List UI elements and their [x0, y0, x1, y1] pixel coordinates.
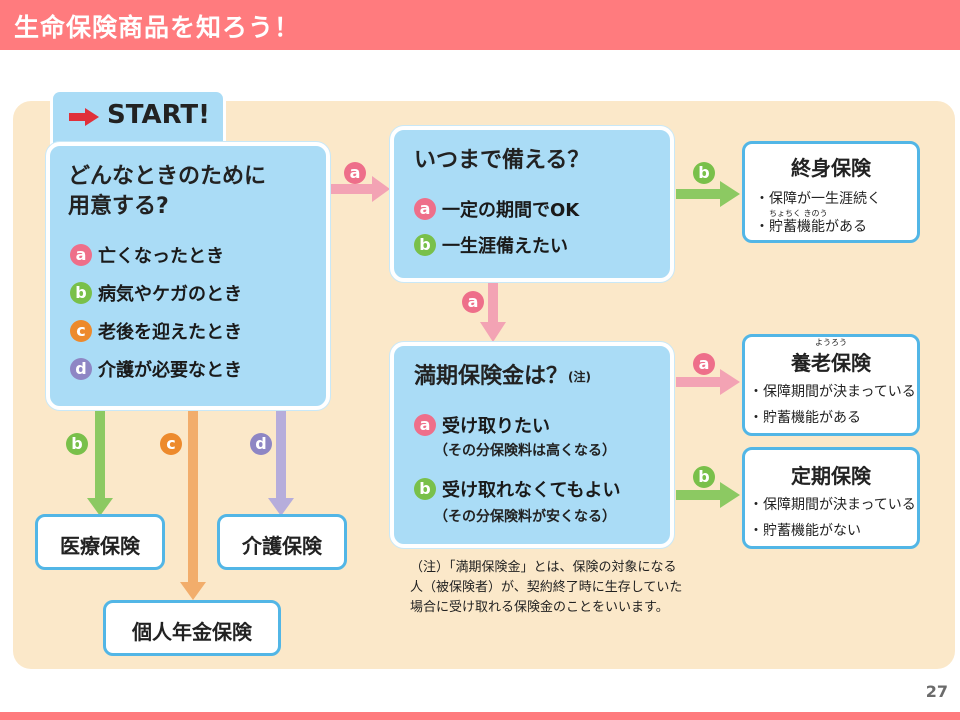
- footnote-line: 場合に受け取れる保険金のことをいいます。: [410, 600, 669, 615]
- option-label: 一定の期間でOK: [442, 200, 580, 221]
- question-title-line: 用意する?: [68, 194, 169, 219]
- note-marker: (注): [568, 370, 591, 384]
- result-label: 医療保険: [60, 534, 140, 558]
- badge-c: c: [70, 320, 92, 342]
- result-title: 養老保険: [791, 351, 871, 375]
- question-box-maturity: 満期保険金は？(注) a 受け取りたい （その分保険料は高くなる） b 受け取れ…: [390, 342, 674, 548]
- result-title: 定期保険: [791, 464, 871, 488]
- result-line: ・保障が一生涯続く: [755, 191, 881, 207]
- footnote-line: 人（被保険者）が、契約終了時に生存していた: [410, 580, 683, 595]
- badge-a: a: [414, 198, 436, 220]
- arrow-q1-to-medical: [87, 408, 113, 516]
- option-a: a 受け取りたい: [414, 412, 550, 438]
- option-label: 受け取りたい: [442, 416, 550, 437]
- arrow-badge-a: a: [344, 162, 366, 184]
- result-label: 個人年金保険: [132, 620, 252, 644]
- page-number: 27: [925, 682, 948, 701]
- result-whole-life: 終身保険 ・保障が一生涯続く ちょちく きのう ・貯蓄機能がある: [742, 141, 920, 243]
- right-arrow-icon: [69, 108, 99, 126]
- result-line: ・保障期間が決まっている: [749, 497, 916, 513]
- question-box-duration: いつまで備える？ a 一定の期間でOK b 一生涯備えたい: [390, 126, 674, 282]
- option-label: 亡くなったとき: [98, 246, 224, 267]
- result-ruby: ようろう: [815, 338, 847, 347]
- question-box-purpose: どんなときのために 用意する? a 亡くなったとき b 病気やケガのとき c 老…: [46, 142, 330, 410]
- question-title-text: 満期保険金は？: [414, 364, 569, 389]
- arrow-q2-to-whole-life: [676, 181, 740, 207]
- arrow-badge-c: c: [160, 433, 182, 455]
- option-label: 受け取れなくてもよい: [442, 480, 621, 501]
- option-label: 病気やケガのとき: [98, 284, 242, 305]
- badge-b: b: [414, 478, 436, 500]
- result-endowment: ようろう 養老保険 ・保障期間が決まっている ・貯蓄機能がある: [742, 334, 920, 436]
- badge-b: b: [70, 282, 92, 304]
- option-b: b 受け取れなくてもよい: [414, 476, 621, 502]
- option-sub: （その分保険料が安くなる）: [434, 509, 616, 525]
- option-b: b 病気やケガのとき: [70, 280, 242, 306]
- result-line: ・貯蓄機能がない: [749, 523, 861, 539]
- result-ruby: ちょちく きのう: [769, 209, 828, 218]
- arrow-badge-a: a: [693, 353, 715, 375]
- page-title: 生命保険商品を知ろう！: [14, 13, 301, 42]
- option-label: 一生涯備えたい: [442, 236, 568, 257]
- question-title: 満期保険金は？(注): [414, 362, 591, 392]
- result-line: ・保障期間が決まっている: [749, 384, 916, 400]
- option-d: d 介護が必要なとき: [70, 356, 242, 382]
- result-line: ・貯蓄機能がある: [755, 219, 867, 235]
- arrow-q1-to-q2: [328, 176, 390, 202]
- arrow-badge-a: a: [462, 291, 484, 313]
- arrow-q1-to-pension: [180, 408, 206, 600]
- result-title: 終身保険: [791, 156, 871, 180]
- header-bar: 生命保険商品を知ろう！: [0, 0, 960, 50]
- result-medical: 医療保険: [35, 514, 165, 570]
- footer-bar: [0, 712, 960, 720]
- start-label: START!: [107, 100, 211, 130]
- question-title: どんなときのために 用意する?: [68, 162, 266, 222]
- arrow-q3-to-term: [676, 482, 740, 508]
- arrow-badge-d: d: [250, 433, 272, 455]
- option-label: 老後を迎えたとき: [98, 322, 242, 343]
- option-sub: （その分保険料は高くなる）: [434, 443, 616, 459]
- option-label: 介護が必要なとき: [98, 360, 242, 381]
- result-pension: 個人年金保険: [103, 600, 281, 656]
- result-nursing: 介護保険: [217, 514, 347, 570]
- footnote: （注）「満期保険金」とは、保険の対象になる 人（被保険者）が、契約終了時に生存し…: [410, 558, 750, 618]
- arrow-badge-b: b: [693, 466, 715, 488]
- badge-a: a: [70, 244, 92, 266]
- result-term: 定期保険 ・保障期間が決まっている ・貯蓄機能がない: [742, 447, 920, 549]
- option-b: b 一生涯備えたい: [414, 232, 568, 258]
- footnote-line: （注）「満期保険金」とは、保険の対象になる: [410, 560, 677, 575]
- arrow-q2-to-q3: [480, 280, 506, 342]
- badge-b: b: [414, 234, 436, 256]
- option-c: c 老後を迎えたとき: [70, 318, 242, 344]
- arrow-badge-b: b: [66, 433, 88, 455]
- arrow-q1-to-nursing: [268, 408, 294, 516]
- arrow-badge-b: b: [693, 162, 715, 184]
- badge-d: d: [70, 358, 92, 380]
- badge-a: a: [414, 414, 436, 436]
- start-tab: START!: [50, 89, 226, 145]
- result-label: 介護保険: [242, 534, 322, 558]
- question-title-line: どんなときのために: [68, 164, 267, 189]
- option-a: a 亡くなったとき: [70, 242, 224, 268]
- result-line: ・貯蓄機能がある: [749, 410, 861, 426]
- option-a: a 一定の期間でOK: [414, 196, 579, 222]
- arrow-q3-to-endowment: [676, 369, 740, 395]
- question-title: いつまで備える？: [414, 148, 590, 173]
